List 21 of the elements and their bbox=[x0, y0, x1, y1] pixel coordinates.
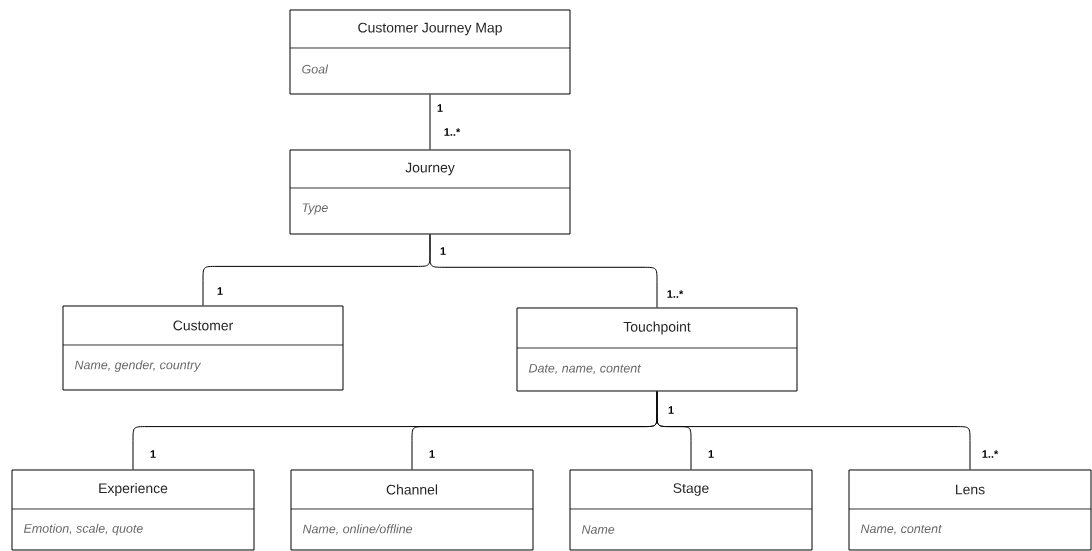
class-box: Stage Name bbox=[569, 469, 813, 551]
multiplicity-label: 1 bbox=[440, 247, 446, 255]
connector-line bbox=[429, 94, 431, 150]
multiplicity-label: 1 bbox=[437, 104, 443, 112]
connector-line bbox=[656, 391, 971, 470]
multiplicity-label: 1 bbox=[708, 450, 714, 458]
class-box: Lens Name, content bbox=[848, 469, 1092, 551]
multiplicity-label: 1..* bbox=[444, 128, 461, 136]
class-box: Touchpoint Date, name, content bbox=[516, 307, 798, 392]
connector-line bbox=[429, 234, 658, 308]
multiplicity-label: 1 bbox=[217, 287, 223, 295]
class-box: Journey Type bbox=[289, 149, 571, 235]
class-box: Customer Name, gender, country bbox=[62, 305, 344, 391]
multiplicity-label: 1..* bbox=[982, 450, 999, 458]
multiplicity-label: 1..* bbox=[667, 290, 684, 298]
multiplicity-label: 1 bbox=[429, 450, 435, 458]
multiplicity-label: 1 bbox=[150, 450, 156, 458]
class-box: Customer Journey Map Goal bbox=[289, 9, 571, 95]
class-box: Experience Emotion, scale, quote bbox=[11, 469, 255, 551]
multiplicity-label: 1 bbox=[668, 406, 674, 414]
class-box: Channel Name, online/offline bbox=[290, 469, 534, 551]
